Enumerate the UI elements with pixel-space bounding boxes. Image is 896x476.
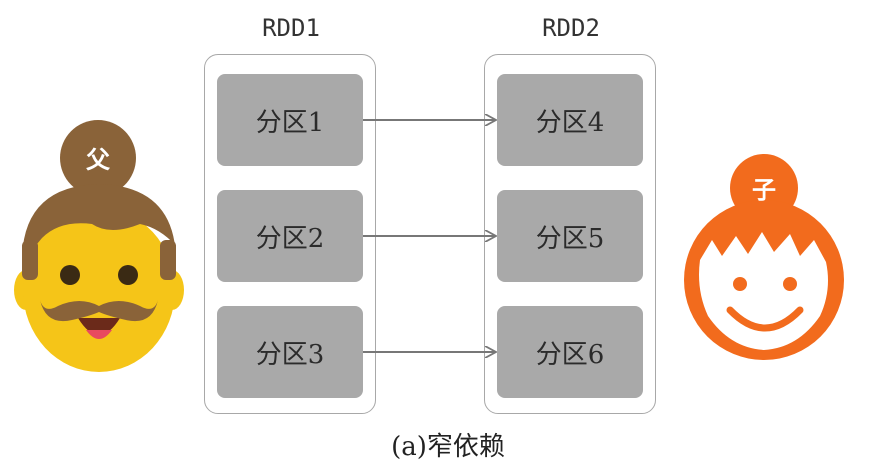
rdd1-partition-2: 分区2 <box>217 190 363 282</box>
parent-hair-bun <box>60 120 136 196</box>
child-right-eye <box>783 277 797 291</box>
parent-right-sideburn <box>160 240 176 280</box>
parent-right-eye <box>118 265 138 285</box>
parent-left-sideburn <box>22 240 38 280</box>
rdd2-title: RDD2 <box>542 14 600 42</box>
child-smile <box>726 306 804 332</box>
rdd2-partition-5: 分区5 <box>497 190 643 282</box>
diagram-caption: (a)窄依赖 <box>391 432 505 462</box>
rdd1-partition-3: 分区3 <box>217 306 363 398</box>
child-left-eye <box>733 277 747 291</box>
parent-tongue <box>86 330 112 339</box>
parent-left-eye <box>60 265 80 285</box>
rdd2-partition-6: 分区6 <box>497 306 643 398</box>
rdd1-title: RDD1 <box>262 14 320 42</box>
parent-hair <box>22 184 176 262</box>
child-face <box>699 232 828 350</box>
parent-label: 父 <box>86 146 111 174</box>
rdd1-partition-1: 分区1 <box>217 74 363 166</box>
rdd2-partition-4: 分区4 <box>497 74 643 166</box>
parent-face <box>23 208 175 372</box>
child-label: 子 <box>752 176 776 204</box>
parent-mustache <box>40 300 158 322</box>
